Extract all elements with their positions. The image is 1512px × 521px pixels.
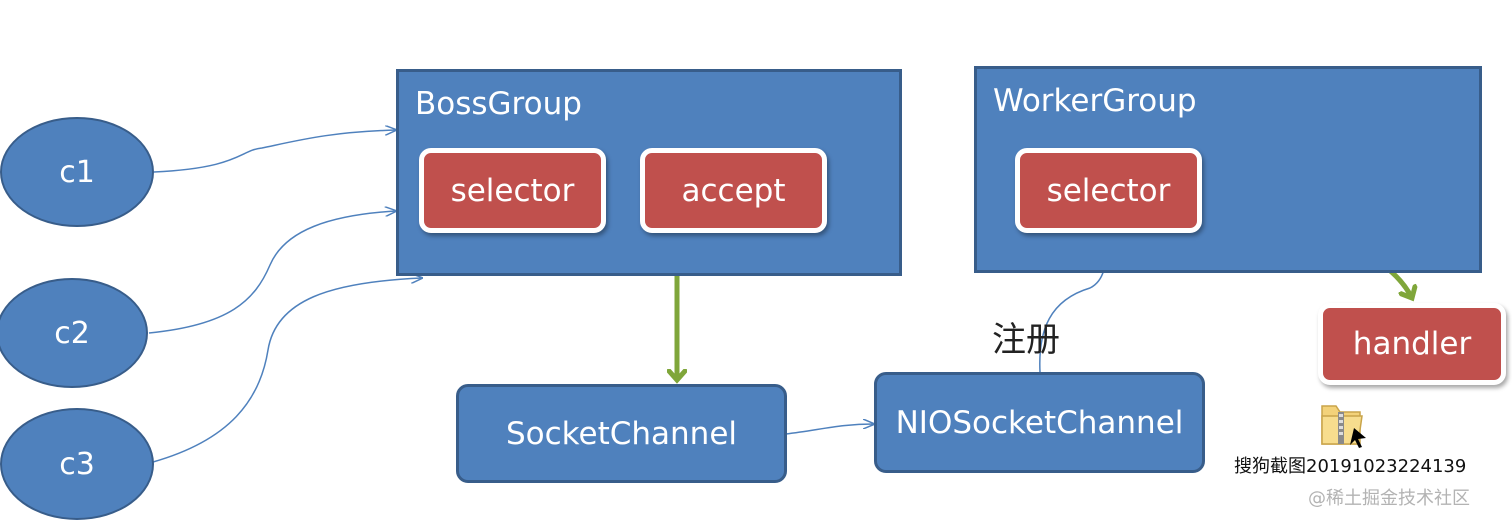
client-c2: c2 [0, 278, 148, 388]
c3-to-boss-arrow [152, 278, 422, 463]
accept-box: accept [640, 148, 827, 233]
client-label: c1 [59, 154, 95, 190]
socket-channel-label: SocketChannel [505, 415, 738, 452]
nio-socket-channel-label: NIOSocketChannel [895, 404, 1184, 441]
client-c3: c3 [0, 408, 154, 520]
handler-box: handler [1318, 303, 1506, 385]
worker-selector-label: selector [1046, 172, 1171, 209]
register-label: 注册 [992, 320, 1060, 360]
client-label: c3 [59, 446, 95, 482]
handler-label: handler [1352, 326, 1472, 362]
accept-label: accept [681, 172, 786, 209]
boss-group-title: BossGroup [415, 86, 582, 122]
c2-to-boss-arrow [148, 211, 396, 334]
c1-to-boss-arrow [153, 130, 396, 173]
client-c1: c1 [0, 117, 154, 227]
boss-selector-box: selector [419, 148, 606, 233]
nio-socket-channel-box: NIOSocketChannel [874, 372, 1205, 473]
zip-folder-icon[interactable] [1318, 398, 1368, 450]
file-name-label[interactable]: 搜狗截图20191023224139 [1234, 456, 1467, 477]
worker-selector-box: selector [1015, 148, 1202, 233]
socket-channel-box: SocketChannel [456, 384, 787, 483]
boss-selector-label: selector [450, 172, 575, 209]
socket-to-nio-arrow [785, 424, 874, 435]
worker-group-title: WorkerGroup [993, 83, 1197, 119]
watermark: @稀土掘金技术社区 [1308, 488, 1470, 509]
client-label: c2 [54, 315, 90, 351]
